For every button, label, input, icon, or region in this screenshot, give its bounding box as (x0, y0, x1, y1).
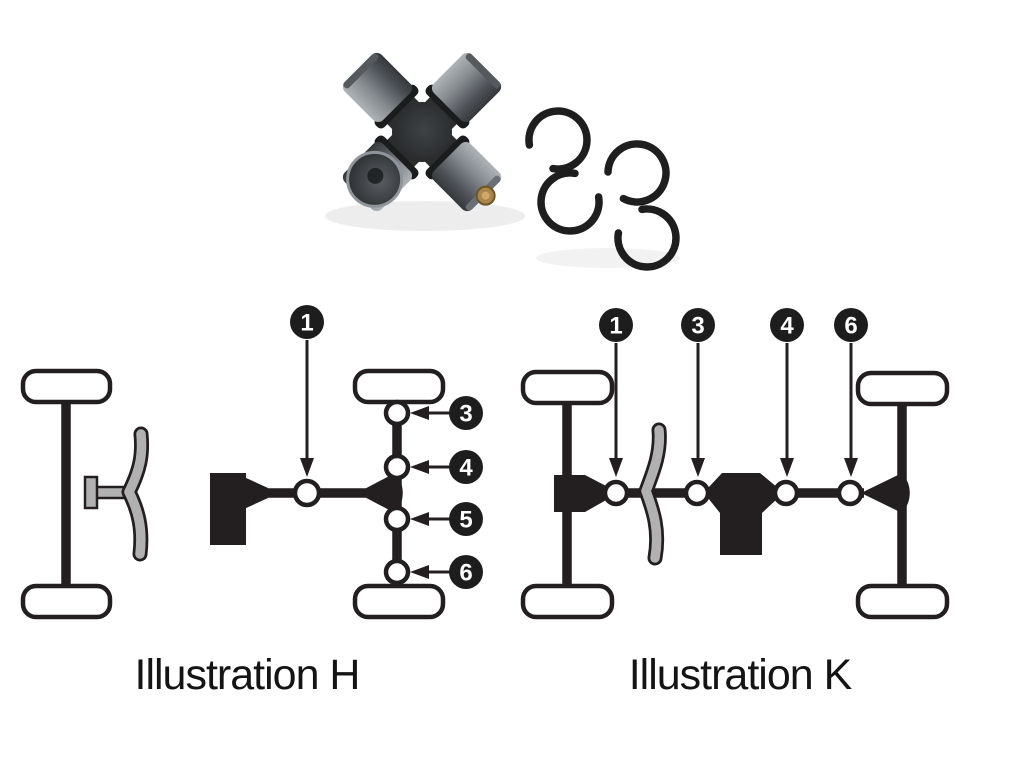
snap-ring (537, 169, 603, 235)
h-trans-taper (244, 477, 268, 509)
u-joint-body-center (392, 102, 452, 162)
k-front-tire-top (520, 369, 615, 406)
k-balloon-6-number: 6 (844, 313, 857, 340)
h-joint-6 (383, 558, 411, 586)
bearing-cap (425, 135, 502, 212)
k-crossmember (638, 422, 667, 566)
k-balloon-3-number: 3 (691, 313, 704, 340)
h-balloon-6: 6 (410, 555, 483, 589)
h-engine-block (210, 473, 246, 545)
k-balloon-1-number: 1 (609, 313, 622, 340)
h-balloon-6-circle (449, 555, 483, 589)
grease-fitting-tip (481, 191, 490, 200)
k-balloon-6: 6 (834, 308, 868, 477)
k-balloon-4: 4 (770, 308, 804, 477)
k-crossmember-fill (641, 425, 665, 563)
k-joint-6 (836, 479, 864, 507)
bearing-cap (425, 52, 502, 129)
k-rear-axle (855, 370, 950, 620)
bearing-cap (342, 135, 419, 212)
h-steering-linkage (83, 426, 150, 562)
k-balloon-4-number: 4 (780, 313, 794, 340)
rings-shadow (536, 248, 680, 268)
k-balloon-4-circle (770, 308, 804, 342)
snap-ring (604, 140, 670, 206)
k-joint-1 (602, 479, 630, 507)
k-front-tire-bottom (520, 583, 615, 620)
h-rear-differential (357, 474, 403, 512)
h-balloon-1: 1 (290, 305, 324, 477)
k-front-differential (554, 475, 608, 512)
h-balloon-6-number: 6 (459, 560, 472, 587)
h-rear-tire-top (352, 368, 446, 405)
h-balloon-3-arrowhead (410, 406, 429, 420)
h-joint-1 (292, 478, 322, 508)
h-balloon-5-circle (449, 502, 483, 536)
k-balloon-3-circle (681, 308, 715, 342)
k-balloon-4-arrowhead (780, 458, 794, 477)
k-balloon-6-circle (834, 308, 868, 342)
h-front-axle (20, 368, 113, 620)
snap-ring (614, 205, 680, 271)
k-front-axle (520, 369, 615, 620)
k-rear-tire-bottom (855, 583, 950, 620)
u-joint-photo (325, 52, 680, 271)
h-balloon-1-circle (290, 305, 324, 339)
snap-ring (525, 107, 591, 173)
u-joint-cross (342, 52, 502, 212)
h-front-tire-left-top (20, 368, 113, 405)
k-transfer-case (708, 473, 778, 555)
h-joint-5 (383, 505, 411, 533)
k-balloon-1-arrowhead (609, 458, 623, 477)
h-engine-transmission (210, 473, 268, 545)
h-front-tire-left-bottom (20, 583, 113, 620)
h-balloon-4-circle (449, 450, 483, 484)
h-joint-4 (383, 453, 411, 481)
h-steering-block (83, 475, 99, 510)
k-balloon-6-arrowhead (844, 458, 858, 477)
k-rear-tire-top (855, 370, 950, 407)
h-balloon-1-arrowhead (300, 458, 314, 477)
bearing-cap (342, 52, 419, 129)
h-rear-tire-bottom (352, 583, 446, 620)
cap-face-center (367, 167, 384, 184)
h-balloon-4-arrowhead (410, 460, 429, 474)
h-steering-band-fill (124, 429, 147, 559)
illustration-h: 1 3 4 5 6 Illustration H (20, 305, 483, 699)
h-balloon-3: 3 (410, 396, 483, 430)
h-balloon-4: 4 (410, 450, 483, 484)
photo-shadow (325, 201, 525, 231)
h-balloon-5-arrowhead (410, 512, 429, 526)
k-balloon-1-circle (599, 308, 633, 342)
h-balloon-3-circle (449, 396, 483, 430)
h-balloon-3-number: 3 (459, 401, 472, 428)
h-balloon-4-number: 4 (459, 455, 473, 482)
h-balloon-5-number: 5 (459, 507, 472, 534)
h-joint-3 (383, 399, 411, 427)
k-joint-3 (683, 479, 711, 507)
h-balloon-1-number: 1 (300, 310, 313, 337)
k-balloon-3-arrowhead (691, 458, 705, 477)
snap-rings (525, 107, 680, 271)
h-balloon-5: 5 (410, 502, 483, 536)
k-balloon-1: 1 (599, 308, 633, 477)
k-balloon-3: 3 (681, 308, 715, 477)
h-balloon-6-arrowhead (410, 565, 429, 579)
illustration-k-caption: Illustration K (629, 651, 853, 699)
k-joint-4 (772, 479, 800, 507)
illustration-h-caption: Illustration H (135, 651, 360, 699)
illustration-k: 1 3 4 6 Illustration K (520, 308, 950, 699)
k-rear-differential (861, 474, 910, 512)
